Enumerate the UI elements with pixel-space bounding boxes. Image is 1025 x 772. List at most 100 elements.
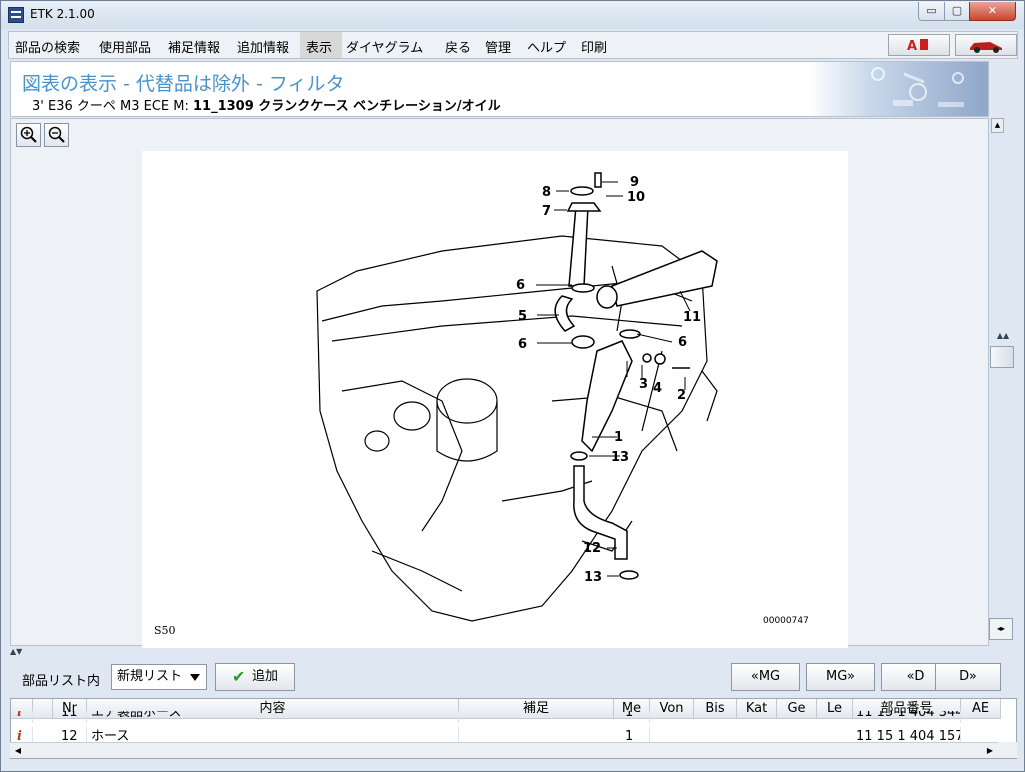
- prev-main-group-button[interactable]: «MG: [731, 663, 800, 691]
- parts-illustration-icon: [871, 67, 964, 107]
- table-row[interactable]: i 12 ホース 1 11 15 1 404 157: [11, 727, 1016, 747]
- col-bis[interactable]: Bis: [694, 699, 737, 719]
- scroll-corner-arrows-icon[interactable]: ◂▸: [989, 618, 1013, 640]
- callout-7[interactable]: 7: [542, 204, 551, 219]
- row-me: 1: [625, 711, 650, 723]
- menu-additional-info[interactable]: 追加情報: [237, 41, 290, 56]
- menu-supplementary-info[interactable]: 補足情報: [168, 41, 221, 56]
- col-part-number[interactable]: 部品番号: [853, 699, 961, 719]
- col-ge[interactable]: Ge: [777, 699, 817, 719]
- row-description: ホース: [91, 727, 459, 747]
- col-nr[interactable]: Nr: [53, 699, 87, 719]
- zoom-out-button[interactable]: [44, 123, 69, 147]
- col-icon[interactable]: [11, 699, 33, 719]
- page-title: 図表の表示 - 代替品は除外 - フィルタ: [22, 73, 345, 95]
- scrollbar-corner: [998, 742, 1017, 758]
- red-a-icon: A: [907, 39, 928, 54]
- scroll-step-arrows-icon[interactable]: ▲▲: [996, 331, 1010, 340]
- parts-diagram[interactable]: 9 8 10 7 6 11 5 6 6 3 4 2 1 13 12 13: [142, 151, 848, 648]
- header-parts-artwork: [808, 62, 988, 116]
- info-icon[interactable]: i: [17, 727, 33, 747]
- scroll-right-arrow-icon[interactable]: ▶: [986, 746, 994, 755]
- callout-13a[interactable]: 13: [611, 450, 629, 465]
- col-kat[interactable]: Kat: [737, 699, 777, 719]
- menu-bar: 部品の検索 使用部品 補足情報 追加情報 表示 ダイヤグラム 戻る 管理 ヘルプ…: [8, 31, 1018, 59]
- scroll-left-arrow-icon[interactable]: ◀: [14, 746, 22, 755]
- callout-6c[interactable]: 6: [518, 337, 527, 352]
- menu-back[interactable]: 戻る: [445, 41, 472, 56]
- engine-ventilation-drawing: 9 8 10 7 6 11 5 6 6 3 4 2 1 13 12 13: [154, 172, 809, 637]
- menu-used-parts[interactable]: 使用部品: [99, 41, 152, 56]
- parts-list-label: 部品リスト内: [22, 674, 101, 689]
- title-bar[interactable]: ETK 2.1.00 ▭ ▢ ✕: [1, 1, 1024, 29]
- col-le[interactable]: Le: [817, 699, 853, 719]
- callout-11[interactable]: 11: [683, 310, 701, 325]
- callout-4[interactable]: 4: [653, 381, 662, 396]
- callout-12[interactable]: 12: [583, 541, 601, 556]
- parts-list-toolbar: 部品リスト内 新規リスト ✔ 追加 «MG MG» «D D»: [10, 658, 1017, 696]
- col-description[interactable]: 内容: [87, 699, 459, 719]
- zoom-in-icon: [20, 126, 37, 143]
- table-horizontal-scrollbar[interactable]: ◀ ▶: [10, 742, 998, 758]
- engine-code-label: S50: [154, 624, 176, 637]
- pane-splitter[interactable]: ▲▼: [10, 647, 23, 656]
- list-select-dropdown[interactable]: 新規リスト: [111, 664, 207, 690]
- toolbar-a-button[interactable]: A: [888, 34, 950, 56]
- callout-8[interactable]: 8: [542, 185, 551, 200]
- callout-9[interactable]: 9: [630, 175, 639, 190]
- minimize-button[interactable]: ▭: [918, 2, 945, 21]
- row-part-number: 11 15 1 404 157: [856, 727, 961, 747]
- row-nr: 12: [61, 727, 87, 747]
- row-description: エア製品ホース: [91, 711, 459, 723]
- etk-app-icon: [8, 7, 24, 23]
- menu-admin[interactable]: 管理: [485, 41, 512, 56]
- image-number-label: 00000747: [763, 616, 809, 626]
- checkmark-icon: ✔: [232, 667, 246, 686]
- model-info: 3' E36 クーペ M3 ECE M:: [32, 99, 193, 114]
- next-main-group-button[interactable]: MG»: [806, 663, 875, 691]
- zoom-in-button[interactable]: [16, 123, 41, 147]
- vehicle-icon: [970, 42, 1002, 53]
- callout-6b[interactable]: 6: [678, 335, 687, 350]
- scroll-up-arrow-icon[interactable]: ▲: [991, 118, 1004, 133]
- toolbar-vehicle-button[interactable]: [955, 34, 1017, 56]
- row-me: 1: [625, 727, 650, 747]
- callout-5[interactable]: 5: [518, 309, 527, 324]
- callout-2[interactable]: 2: [677, 388, 686, 403]
- callout-10[interactable]: 10: [627, 190, 645, 205]
- next-diagram-button[interactable]: D»: [935, 663, 1001, 691]
- diagram-header: 図表の表示 - 代替品は除外 - フィルタ 3' E36 クーペ M3 ECE …: [10, 61, 989, 117]
- callout-labels: 9 8 10 7 6 11 5 6 6 3 4 2 1 13 12 13: [516, 175, 701, 585]
- col-me[interactable]: Me: [614, 699, 650, 719]
- add-button[interactable]: ✔ 追加: [215, 663, 295, 691]
- col-von[interactable]: Von: [650, 699, 694, 719]
- add-label: 追加: [252, 669, 279, 684]
- svg-text:A: A: [907, 39, 917, 54]
- info-icon[interactable]: i: [17, 711, 33, 723]
- status-bar: [1, 759, 1024, 771]
- callout-3[interactable]: 3: [639, 377, 648, 392]
- menu-diagram[interactable]: ダイヤグラム: [346, 41, 424, 56]
- menu-view[interactable]: 表示: [306, 41, 333, 56]
- col-supplement[interactable]: 補足: [459, 699, 614, 719]
- menu-part-search[interactable]: 部品の検索: [15, 41, 81, 56]
- col-ae[interactable]: AE: [961, 699, 1001, 719]
- table-row[interactable]: i 11 エア製品ホース 1 11 15 1 404 344: [11, 711, 1016, 723]
- callout-6a[interactable]: 6: [516, 278, 525, 293]
- menu-help[interactable]: ヘルプ: [527, 41, 567, 56]
- callout-13b[interactable]: 13: [584, 570, 602, 585]
- diagram-name: 11_1309 クランクケース ベンチレーション/オイル: [192, 99, 501, 114]
- close-button[interactable]: ✕: [969, 2, 1016, 21]
- window-title: ETK 2.1.00: [30, 7, 95, 21]
- menu-highlight: [300, 32, 342, 58]
- col-mark[interactable]: [33, 699, 53, 719]
- callout-1[interactable]: 1: [614, 430, 623, 445]
- row-part-number: 11 15 1 404 344: [856, 711, 961, 723]
- diagram-vertical-scrollbar[interactable]: ▲ ▲▲ ◂▸: [989, 118, 1017, 646]
- maximize-button[interactable]: ▢: [944, 2, 970, 21]
- diagram-pane: 9 8 10 7 6 11 5 6 6 3 4 2 1 13 12 13: [10, 118, 989, 648]
- scroll-thumb[interactable]: [990, 346, 1014, 368]
- menu-print[interactable]: 印刷: [581, 41, 608, 56]
- model-subtitle: 3' E36 クーペ M3 ECE M: 11_1309 クランクケース ベンチ…: [32, 95, 501, 114]
